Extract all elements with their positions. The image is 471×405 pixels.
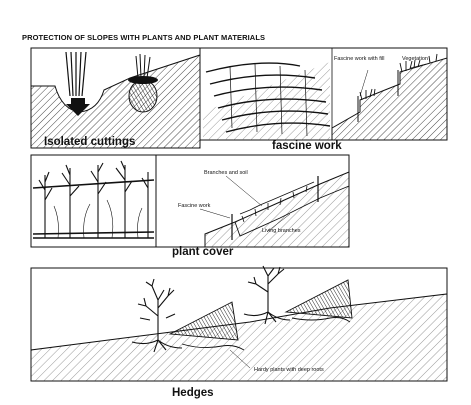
plant-cover-panel	[30, 154, 350, 248]
isolated-cuttings-panel	[30, 47, 201, 149]
branches-soil-label: Branches and soil	[204, 170, 248, 176]
hedges-caption: Hedges	[172, 387, 214, 399]
fascine-work-label: Fascine work	[178, 203, 211, 209]
fascine-work-panel	[199, 47, 448, 141]
vegetation-label: Vegetation	[402, 56, 428, 62]
plant-cover-caption: plant cover	[172, 246, 234, 258]
page-title: PROTECTION OF SLOPES WITH PLANTS AND PLA…	[22, 33, 266, 42]
isolated-cuttings-caption: Isolated cuttings	[44, 136, 136, 148]
fascine-fill-label: Fascine work with fill	[334, 56, 385, 62]
fascine-work-caption: fascine work	[272, 140, 342, 152]
hedges-panel	[30, 265, 448, 382]
living-branches-label: Living branches	[262, 228, 301, 234]
hardy-plants-label: Hardy plants with deep roots	[254, 367, 324, 373]
